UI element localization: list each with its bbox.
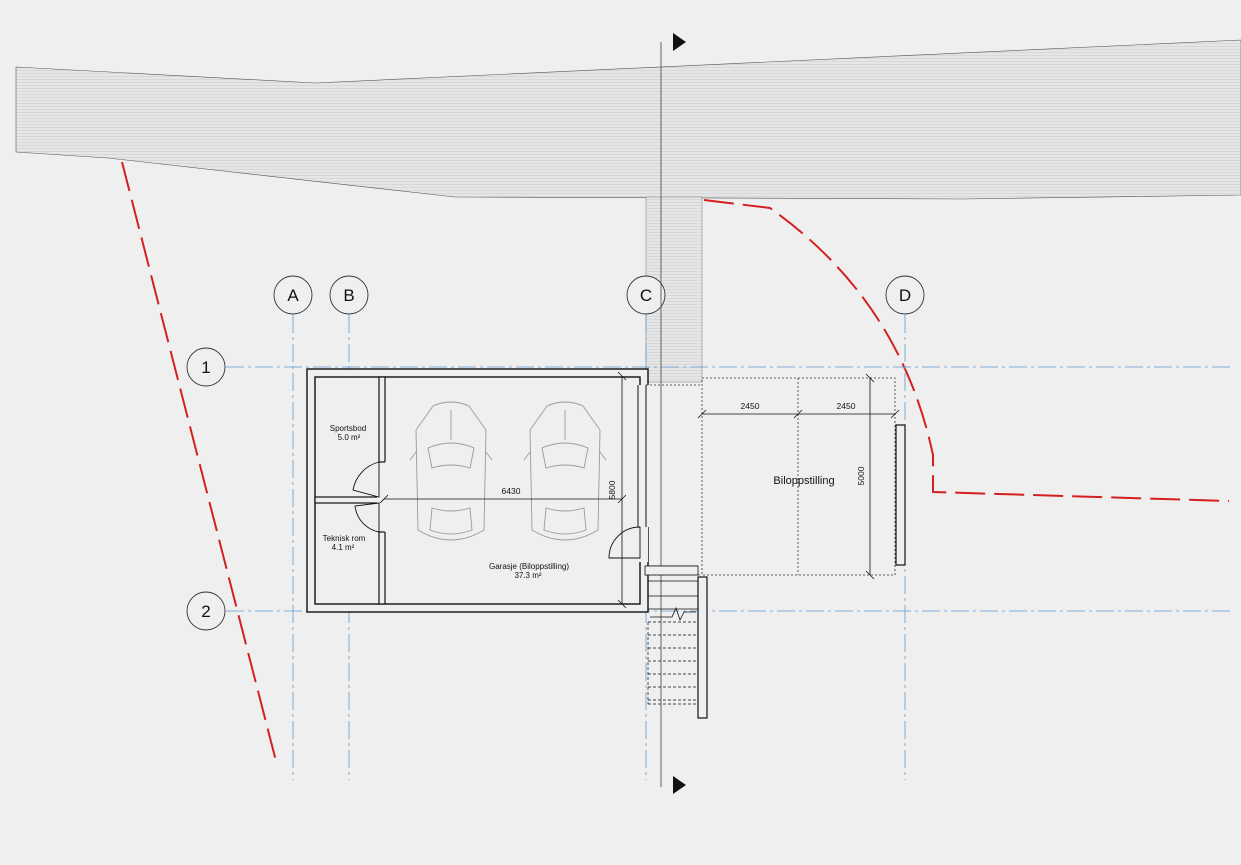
grid-bubble-c: C xyxy=(626,275,666,315)
car-icon xyxy=(523,401,607,541)
room-area-sportsbod: 5.0 m² xyxy=(338,433,361,442)
grid-label-b: B xyxy=(343,286,354,305)
grid-bubble-d: D xyxy=(885,275,925,315)
room-area-teknisk-rom: 4.1 m² xyxy=(332,543,355,552)
dimension-label-bay-1: 2450 xyxy=(741,401,760,411)
exterior-stair xyxy=(644,565,708,719)
room-name-teknisk-rom: Teknisk rom xyxy=(323,534,366,543)
grid-bubble-a: A xyxy=(273,275,313,315)
dimension-label-garage-width: 6430 xyxy=(502,486,521,496)
dimension-label-parking-depth: 5000 xyxy=(856,466,866,485)
room-name-garasje: Garasje (Biloppstilling) xyxy=(489,562,569,571)
property-line xyxy=(121,161,1230,766)
room-area-garasje: 37.3 m² xyxy=(514,571,541,580)
grid-label-d: D xyxy=(899,286,911,305)
section-arrow-bottom-icon xyxy=(673,776,686,794)
dimension-label-bay-2: 2450 xyxy=(837,401,856,411)
retaining-wall xyxy=(895,424,906,566)
grid-label-c: C xyxy=(640,286,652,305)
garage-building xyxy=(306,368,650,613)
dimension-garage-depth xyxy=(617,371,627,609)
parking-label: Biloppstilling xyxy=(773,475,834,487)
dimension-parking-depth xyxy=(865,373,875,580)
section-arrow-top-icon xyxy=(673,33,686,51)
section-line xyxy=(660,33,686,794)
dimension-label-garage-depth: 5800 xyxy=(607,480,617,499)
grid-bubble-1: 1 xyxy=(186,347,226,387)
grid-bubble-2: 2 xyxy=(186,591,226,631)
grid-label-2: 2 xyxy=(201,602,210,621)
room-name-sportsbod: Sportsbod xyxy=(330,424,366,433)
grid-label-1: 1 xyxy=(201,358,210,377)
car-icon xyxy=(409,401,493,541)
stair-break-icon xyxy=(650,606,696,622)
grid-bubble-b: B xyxy=(329,275,369,315)
road-area xyxy=(15,39,1241,200)
grid-label-a: A xyxy=(287,286,299,305)
dimension-parking-bays xyxy=(697,409,900,419)
